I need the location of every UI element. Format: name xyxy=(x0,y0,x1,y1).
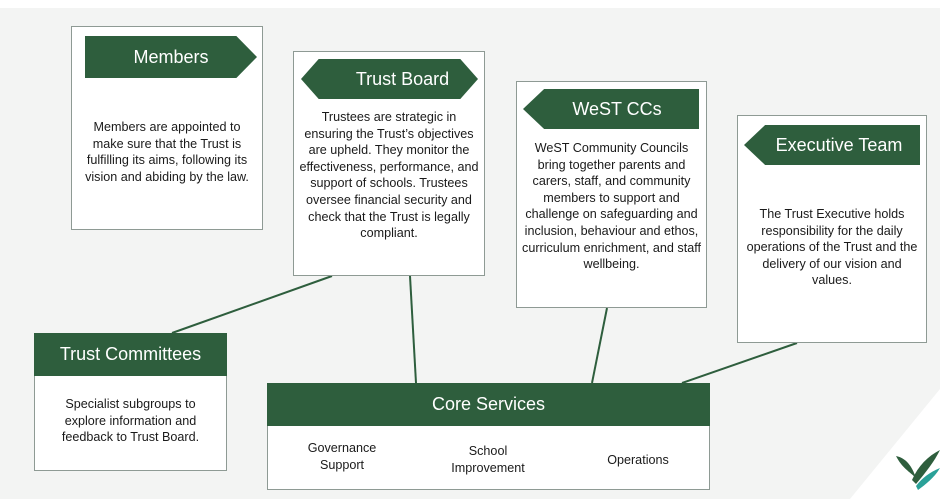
top-strip xyxy=(0,0,940,8)
connector-ccs-core xyxy=(591,307,608,384)
members-title: Members xyxy=(133,47,209,67)
west-ccs-description: WeST Community Councils bring together p… xyxy=(522,141,701,272)
trust-logo-icon xyxy=(896,450,940,490)
core-service-school-improvement: School Improvement xyxy=(451,444,525,475)
core-service-operations: Operations xyxy=(607,453,669,467)
core-service-governance: Governance Support xyxy=(307,441,377,472)
executive-team-banner: Executive Team xyxy=(744,125,920,165)
trust-board-title: Trust Board xyxy=(355,69,450,89)
executive-team-description: The Trust Executive holds responsibility… xyxy=(746,207,918,288)
executive-team-title: Executive Team xyxy=(775,135,903,155)
connector-board-committees xyxy=(171,275,333,334)
core-services-title: Core Services xyxy=(431,394,546,414)
members-description: Members are appointed to make sure that … xyxy=(85,120,249,184)
core-services-banner: Core Services xyxy=(267,383,710,426)
west-ccs-banner: WeST CCs xyxy=(523,89,699,129)
connector-exec-core xyxy=(681,342,798,384)
trust-board-banner: Trust Board xyxy=(301,59,478,99)
west-ccs-title: WeST CCs xyxy=(572,99,662,119)
trust-committees-description: Specialist subgroups to explore informat… xyxy=(61,397,200,445)
trust-committees-card: Trust Committees Specialist subgroups to… xyxy=(34,333,227,471)
members-banner: Members xyxy=(85,36,257,78)
trust-committees-banner: Trust Committees xyxy=(34,333,227,376)
trust-committees-title: Trust Committees xyxy=(59,344,202,364)
connector-board-core xyxy=(409,275,417,384)
trust-board-description: Trustees are strategic in ensuring the T… xyxy=(299,110,479,241)
core-services-card: Core Services Governance Support School … xyxy=(267,383,710,490)
